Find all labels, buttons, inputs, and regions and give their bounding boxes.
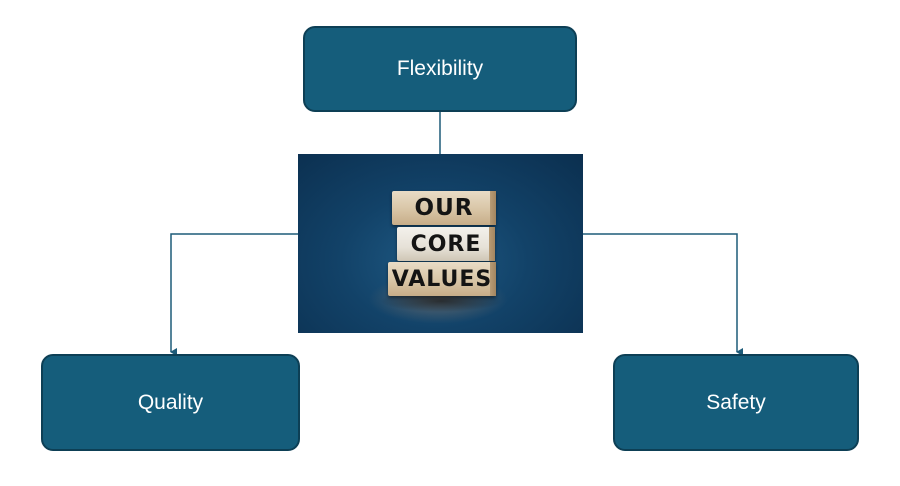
wood-block-values: VALUES bbox=[388, 262, 496, 296]
node-flexibility: Flexibility bbox=[303, 26, 577, 112]
node-safety: Safety bbox=[613, 354, 859, 451]
wood-block-core-text: CORE bbox=[410, 231, 482, 257]
wood-block-our-text: OUR bbox=[414, 195, 474, 221]
connector-left-arrow bbox=[170, 233, 298, 356]
node-quality: Quality bbox=[41, 354, 300, 451]
connector-right-arrow bbox=[583, 233, 743, 356]
wood-block-core: CORE bbox=[397, 227, 495, 261]
node-safety-label: Safety bbox=[706, 390, 766, 414]
core-values-image: OUR CORE VALUES bbox=[298, 154, 583, 333]
node-flexibility-label: Flexibility bbox=[396, 57, 484, 80]
wood-block-values-text: VALUES bbox=[391, 266, 493, 292]
wood-block-our: OUR bbox=[392, 191, 496, 225]
node-quality-label: Quality bbox=[137, 390, 204, 414]
